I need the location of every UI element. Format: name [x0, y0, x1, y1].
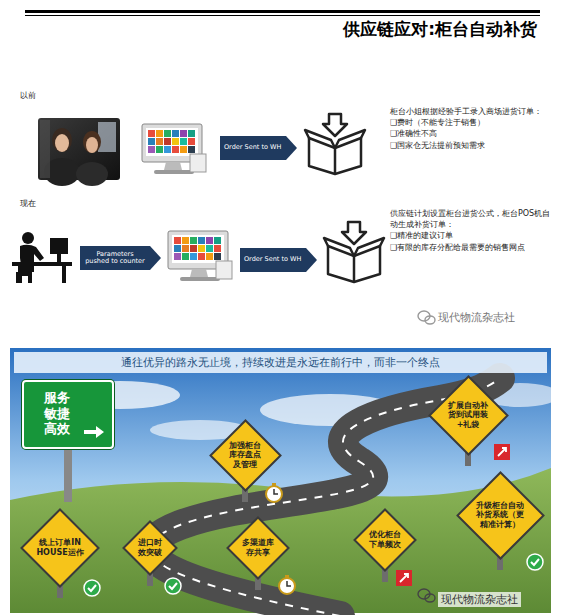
note-text: ❑精准的建议订单	[390, 230, 552, 241]
note-text: ❑准确性不高	[390, 128, 552, 139]
title-bar	[25, 10, 540, 13]
note-text: ❑费时（不能专注于销售）	[390, 117, 552, 128]
sign-arrow-shape	[84, 426, 104, 438]
in-progress-clock	[279, 575, 295, 594]
diamond-sign	[228, 518, 289, 579]
warehouse-box	[324, 222, 384, 282]
node-text: 服务 敏捷 高效	[44, 390, 72, 437]
diamond-sign	[355, 510, 416, 571]
road-sign: 服务 敏捷 高效	[22, 380, 114, 449]
diamond-sign	[210, 420, 280, 490]
watermark-logo	[418, 589, 435, 602]
roadmap-scene	[10, 348, 560, 615]
node-text: 进口时效突破	[138, 538, 162, 557]
pos-terminal	[168, 231, 232, 281]
counter-photo	[38, 118, 120, 186]
watermark: 现代物流杂志社	[438, 310, 550, 325]
label-group: 柜台小姐根据经验手工录入商场进货订单：❑费时（不能专注于销售）❑准确性不高❑国家…	[390, 106, 552, 151]
node-text: Parameters pushed to counter	[84, 251, 146, 266]
note-text: 柜台小姐根据经验手工录入商场进货订单：	[390, 106, 552, 117]
label-group: 以前	[20, 90, 80, 101]
next-step-icon	[494, 444, 510, 460]
diamond-sign	[429, 376, 507, 454]
title-rule	[25, 15, 540, 16]
note-text: ❑国家仓无法提前预知需求	[390, 140, 552, 151]
arrow-body	[240, 248, 317, 272]
done-check	[527, 554, 543, 570]
note-text: ❑有限的库存分配给最需要的销售网点	[390, 242, 552, 253]
sign-arrow	[84, 426, 104, 438]
planner-icon	[12, 232, 72, 283]
watermark: 现代物流杂志社	[438, 592, 521, 607]
diamond-sign	[457, 472, 543, 558]
node-text: 优化柜台下单频次	[369, 530, 401, 549]
milestone-diamond: 加强柜台库存盘点及管理	[209, 419, 282, 492]
milestone-diamond: 扩展自动补货到试用装+礼袋	[428, 375, 509, 456]
node-text: 升级柜台自动补货系统（更精准计算）	[476, 501, 524, 530]
label-group: 供应链计划设置柜台进货公式，柜台POS机自动生成补货订单：❑精准的建议订单❑有限…	[390, 208, 552, 253]
node-text: 线上订单IN HOUSE运作	[36, 538, 84, 557]
in-progress-clock	[266, 483, 282, 502]
node-text: Order Sent to WH	[224, 144, 282, 151]
section-label: 现在	[20, 198, 80, 209]
pos-terminal	[142, 124, 206, 174]
label-group: 现代物流杂志社	[438, 588, 550, 607]
flow-arrow: Parameters pushed to counter	[80, 246, 161, 270]
node-text: 加强柜台库存盘点及管理	[229, 441, 261, 470]
done-check	[165, 578, 181, 594]
diamond-sign	[22, 510, 99, 587]
note-text: 供应链计划设置柜台进货公式，柜台POS机自动生成补货订单：	[390, 208, 552, 230]
node-text: Order Sent to WH	[244, 256, 302, 263]
next-step-icon	[396, 570, 412, 586]
milestone-diamond: 进口时效突破	[122, 520, 178, 576]
arrow-body	[220, 136, 297, 160]
arrow-body	[80, 246, 161, 270]
flow-arrow: Order Sent to WH	[220, 136, 297, 160]
watermark-logo	[418, 311, 435, 324]
diamond-sign	[124, 522, 177, 575]
milestone-diamond: 多渠道库存共享	[226, 516, 290, 580]
milestone-diamond: 升级柜台自动补货系统（更精准计算）	[456, 471, 545, 560]
done-check	[84, 580, 100, 596]
milestone-diamond: 线上订单IN HOUSE运作	[20, 508, 100, 588]
label-group: 现在	[20, 198, 80, 209]
node-text: 通往优异的路永无止境，持续改进是永远在前行中，而非一个终点	[20, 356, 541, 369]
page-title: 供应链应对:柜台自动补货	[343, 18, 537, 41]
label-group: 现代物流杂志社	[438, 310, 550, 325]
section-label: 以前	[20, 90, 80, 101]
milestone-diamond: 优化柜台下单频次	[353, 508, 417, 572]
slogan-banner: 通往优异的路永无止境，持续改进是永远在前行中，而非一个终点	[14, 352, 547, 373]
flow-arrow: Order Sent to WH	[240, 248, 317, 272]
node-text: 多渠道库存共享	[242, 538, 274, 557]
warehouse-box	[305, 114, 365, 174]
node-text: 扩展自动补货到试用装+礼袋	[448, 401, 488, 430]
